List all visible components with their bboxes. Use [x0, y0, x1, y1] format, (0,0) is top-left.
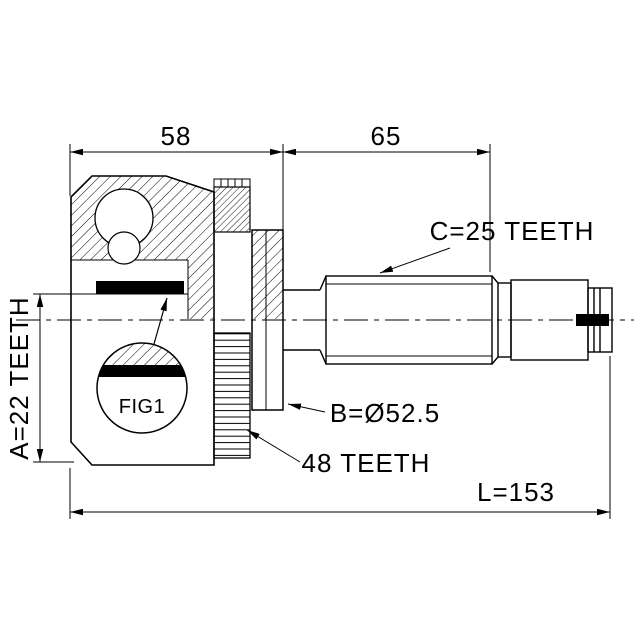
dimension-58: 58: [69, 121, 284, 230]
shaft-center-slot: [576, 314, 609, 326]
dim-65-label: 65: [371, 121, 402, 151]
label-c-25-teeth: C=25 TEETH: [379, 216, 595, 274]
ball-race-groove: [107, 231, 141, 265]
fig1-label: FIG1: [119, 396, 165, 418]
dimension-65: 65: [283, 121, 491, 272]
dim-a-label: A=22 TEETH: [4, 296, 34, 459]
joint-body: FIG1: [70, 175, 284, 466]
flange-section: [252, 230, 283, 319]
shaft-neck: [283, 275, 327, 365]
dim-b-label: B=Ø52.5: [330, 398, 440, 428]
fig1-detail: FIG1: [96, 297, 188, 434]
abs-tone-ring-section: [213, 178, 251, 233]
shaft-spline-section: [325, 275, 499, 365]
dim-l-label: L=153: [477, 477, 555, 507]
shaft-end-section: [576, 287, 613, 353]
drive-shaft: [283, 275, 613, 365]
dimension-l-153: L=153: [69, 356, 611, 519]
joint-flange: [251, 229, 284, 411]
dimensions: 58 65 A=22 TEETH C=25 TEETH B=Ø52.5 48 T: [4, 121, 611, 519]
fig1-callout-line: [153, 297, 168, 345]
abs-tone-ring-teeth: [213, 332, 251, 459]
outer-race-outline: [70, 175, 215, 466]
dim-58-label: 58: [161, 121, 192, 151]
label-b-diameter: B=Ø52.5: [287, 398, 440, 428]
dimension-a-22-teeth: A=22 TEETH: [4, 293, 188, 463]
inner-spline-band: [96, 281, 184, 294]
dim-48-label: 48 TEETH: [302, 448, 431, 478]
inner-race-section: [188, 260, 213, 319]
label-48-teeth: 48 TEETH: [246, 429, 431, 478]
dim-c-label: C=25 TEETH: [430, 216, 595, 246]
